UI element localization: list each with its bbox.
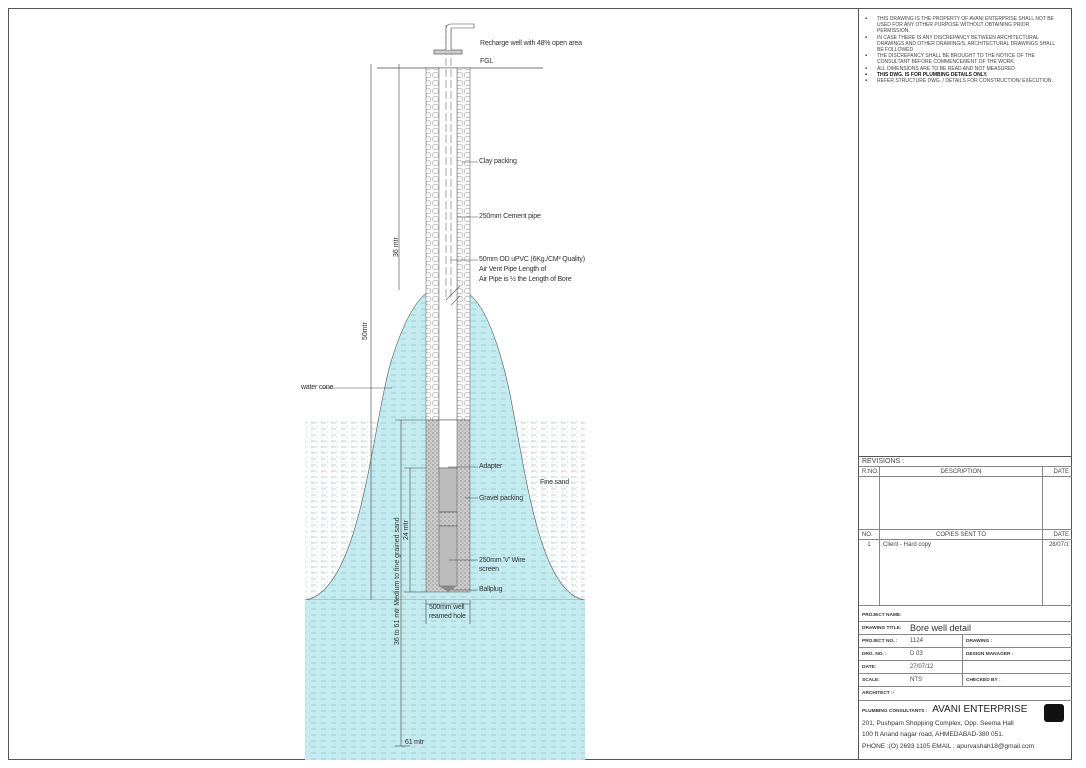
label-cement-pipe: 250mm Cement pipe — [479, 213, 541, 220]
dimension-lines — [370, 64, 471, 747]
note-item: REFER STRUCTURE DWG. / DETAILS FOR CONST… — [865, 78, 1062, 84]
drawing-title-label: DRAWING TITLE: — [862, 625, 902, 631]
note-item: ALL DIMENSIONS ARE TO BE READ AND NOT ME… — [865, 66, 1062, 72]
rev-date-header: DATE — [1042, 467, 1072, 476]
design-manager-label: DESIGN MANAGER : — [962, 648, 1072, 660]
address-line-1: 201, Pushpam Shopping Complex, Opp. Seem… — [862, 719, 1014, 727]
label-clay-packing: Clay packing — [479, 158, 517, 165]
copies-to-header: COPIES SENT TO — [879, 530, 1042, 539]
dim-50mtr: 50mtr — [362, 322, 369, 340]
well-cap — [433, 49, 463, 55]
label-adapter: Adapter — [479, 463, 503, 470]
dim-36mtr: 36 mtr — [393, 237, 400, 257]
vent-elbow — [445, 23, 475, 50]
label-vent-3: Air Pipe is ½ the Length of Bore — [479, 276, 572, 283]
bore-well-drawing — [304, 23, 586, 760]
contact-line: PHONE :(O) 2693 1105 EMAIL : apurvashah1… — [862, 742, 1035, 750]
company-name: AVANI ENTERPRISE — [932, 704, 1028, 715]
label-hole-1: 500mm well — [429, 604, 465, 611]
dim-61mtr: 61 mtr — [405, 739, 424, 746]
label-vent-2: Air Vent Pipe Length of — [479, 266, 547, 273]
well-screen — [438, 467, 458, 513]
revisions-title: REVISIONS : — [862, 458, 905, 465]
leader-lines — [322, 161, 478, 591]
copies-no-header: NO. — [862, 531, 873, 538]
project-no-label: PROJECT NO. : — [862, 638, 898, 644]
label-screen-2: screen — [479, 566, 499, 573]
general-notes: THIS DRAWING IS THE PROPERTY OF AVANI EN… — [865, 16, 1072, 84]
ballplug — [439, 586, 457, 592]
note-item: THIS DWG. IS FOR PLUMBING DETAILS ONLY. — [865, 72, 1062, 78]
drg-no-label: DRG. NO. : — [862, 651, 887, 657]
rev-no-header: R.NO. — [862, 468, 879, 475]
project-name-label: PROJECT NAME: — [862, 612, 902, 618]
dim-24mtr: 24 mtr — [403, 520, 410, 540]
clay-packing-left — [425, 67, 440, 421]
revisions-table: REVISIONS : R.NO. DESCRIPTION DATE NO. C… — [859, 456, 1072, 606]
consultants-label: PLUMBING CONSULTANTS : — [862, 709, 928, 714]
date-value: 27/07/12 — [910, 664, 934, 670]
architect-label: ARCHITECT :- — [862, 691, 895, 696]
drawing-title: Bore well detail — [910, 623, 972, 633]
project-no: 1124 — [910, 638, 923, 644]
label-fgl: FGL — [480, 58, 494, 65]
cement-pipe — [438, 67, 458, 421]
date-label: DATE: — [862, 664, 877, 670]
scale-value: NTS — [910, 677, 922, 683]
copies-date-header: DATE — [1042, 530, 1072, 539]
scale-label: SCALE: — [862, 677, 880, 683]
label-screen-1: 250mm 'V' Wire — [479, 557, 526, 564]
note-item: THIS DRAWING IS THE PROPERTY OF AVANI EN… — [865, 16, 1062, 35]
drg-no: D 03 — [910, 651, 923, 657]
label-vent-1: 50mm OD uPVC (6Kg./CM² Quality) — [479, 256, 585, 263]
note-item: THE DISCREPANCY SHALL BE BROUGHT TO THE … — [865, 53, 1062, 65]
note-item: IN CASE THERE IS ANY DISCREPANCY BETWEEN… — [865, 35, 1062, 54]
title-panel: THIS DRAWING IS THE PROPERTY OF AVANI EN… — [858, 8, 1072, 760]
clay-packing-right — [456, 67, 471, 421]
copies-row-no: 1 — [867, 542, 871, 548]
label-ballplug: Ballplug — [479, 586, 503, 593]
company-logo — [1044, 704, 1064, 722]
label-recharge-well: Recharge well with 48% open area — [480, 40, 582, 47]
address-line-2: 100 ft Anand nagar road, AHMEDABAD-380 0… — [862, 731, 1004, 738]
checked-by-label: CHECKED BY : — [962, 674, 1072, 686]
copies-row-to: Client - Hard copy — [879, 540, 1042, 605]
label-fine-sand: Fine sand — [540, 479, 569, 486]
rev-desc-header: DESCRIPTION — [879, 467, 1042, 476]
label-hole-2: reamed hole — [429, 613, 466, 620]
drawing-label: DRAWING : — [962, 635, 1072, 647]
label-water-cone: water cone — [301, 384, 334, 391]
copies-row-date: 28/07/1 — [1042, 540, 1072, 605]
copies-row: 1 Client - Hard copy 28/07/1 — [859, 540, 1072, 606]
label-gravel-packing: Gravel packing — [479, 495, 523, 502]
dim-range: 36 to 61 mtr Medium to fine grained sand — [394, 517, 401, 645]
title-block: PROJECT NAME: DRAWING TITLE: Bore well d… — [859, 609, 1072, 764]
